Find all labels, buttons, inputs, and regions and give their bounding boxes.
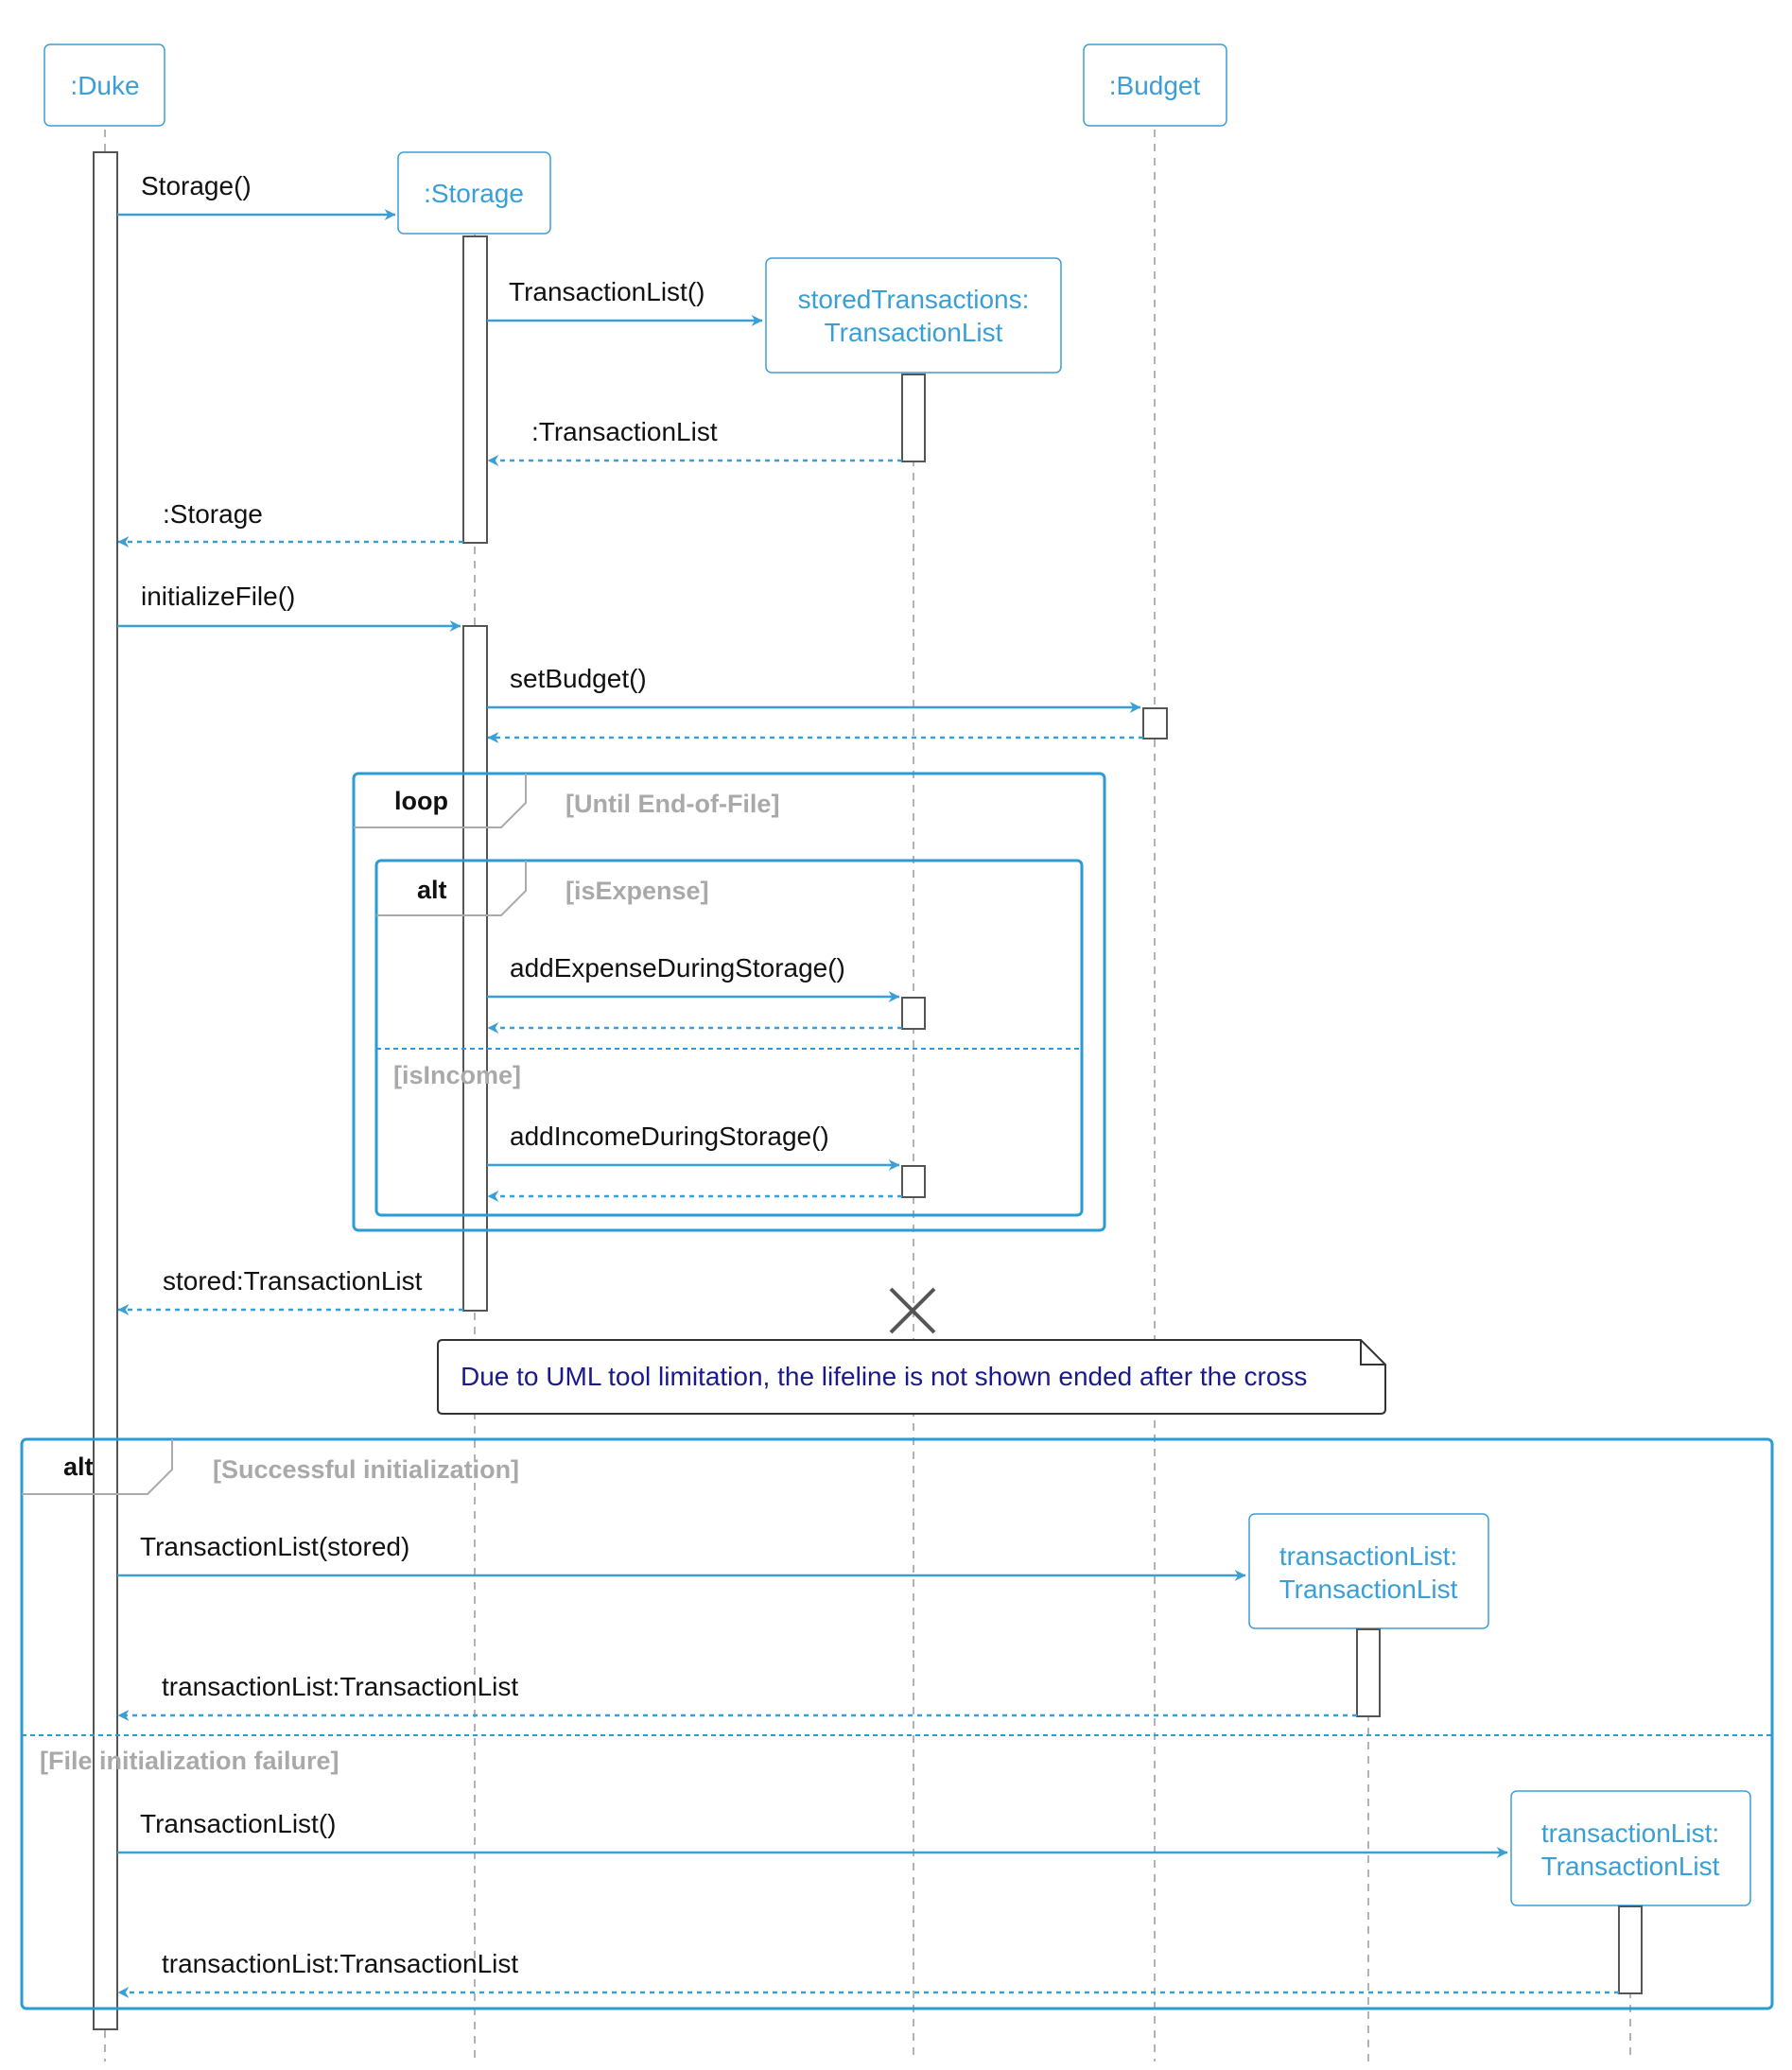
participant-transaction-list-a-type: TransactionList [1279,1574,1458,1604]
message-return-transaction-list-b-label: transactionList:TransactionList [162,1949,518,1978]
message-transaction-list-stored-label: TransactionList(stored) [140,1532,409,1561]
message-transaction-list-empty-label: TransactionList() [140,1809,336,1838]
destroy-cross-icon [889,1287,936,1334]
activation-storage-init [462,235,488,544]
participant-storage-label: :Storage [424,179,524,208]
activation-duke [93,151,118,2030]
message-transaction-list-ctor-label: TransactionList() [509,277,705,306]
participant-budget: :Budget [1083,43,1227,127]
participant-duke-label: :Duke [70,71,139,100]
note: Due to UML tool limitation, the lifeline… [437,1339,1386,1415]
outer-alt-frame-tag: alt [63,1452,94,1481]
message-initialize-file-label: initializeFile() [141,582,295,611]
message-return-transaction-list-label: :TransactionList [531,417,718,446]
messages [117,209,1619,1998]
participant-transaction-list-a-name: transactionList: [1279,1541,1457,1571]
outer-alt-frame: alt [Successful initialization] [File in… [20,1437,1774,2010]
activation-expense [901,997,926,1030]
inner-alt-else-guard: [isIncome] [393,1061,521,1089]
inner-alt-frame-guard: [isExpense] [565,877,709,905]
message-set-budget-label: setBudget() [510,664,647,693]
activation-transaction-list-a [1356,1628,1381,1717]
message-storage-ctor-label: Storage() [141,171,252,200]
activation-budget [1142,707,1168,739]
message-return-storage-label: :Storage [163,499,263,529]
activation-transaction-list-b [1618,1905,1643,1994]
outer-alt-else-guard: [File initialization failure] [40,1747,339,1775]
message-return-stored-label: stored:TransactionList [163,1266,423,1296]
activations [93,151,1643,2030]
participant-stored-transactions: storedTransactions: TransactionList [765,257,1062,374]
participant-transaction-list-b-name: transactionList: [1541,1818,1719,1848]
participant-transaction-list-b-type: TransactionList [1541,1852,1720,1881]
outer-alt-frame-guard: [Successful initialization] [213,1455,519,1484]
participant-budget-label: :Budget [1109,71,1201,100]
participant-transaction-list-b: transactionList: TransactionList [1510,1790,1751,1906]
inner-alt-frame-tag: alt [417,876,447,904]
activation-income [901,1165,926,1198]
activation-storage-initialize-file [462,625,488,1312]
message-labels: Storage() TransactionList() :Transaction… [140,171,845,1978]
participant-stored-transactions-name: storedTransactions: [798,285,1030,314]
participant-duke: :Duke [43,43,165,127]
participant-storage: :Storage [397,151,551,235]
loop-frame: loop [Until End-of-File] [352,772,1106,1232]
activation-stored-transactions [901,374,926,462]
participant-transaction-list-a: transactionList: TransactionList [1248,1513,1489,1629]
participant-stored-transactions-type: TransactionList [825,318,1003,347]
inner-alt-frame: alt [isExpense] [isIncome] [374,859,1084,1217]
note-text: Due to UML tool limitation, the lifeline… [461,1362,1307,1391]
message-return-transaction-list-a-label: transactionList:TransactionList [162,1672,518,1701]
loop-frame-tag: loop [394,787,448,815]
message-add-income-label: addIncomeDuringStorage() [510,1122,829,1151]
message-add-expense-label: addExpenseDuringStorage() [510,953,845,983]
loop-frame-guard: [Until End-of-File] [565,790,779,818]
